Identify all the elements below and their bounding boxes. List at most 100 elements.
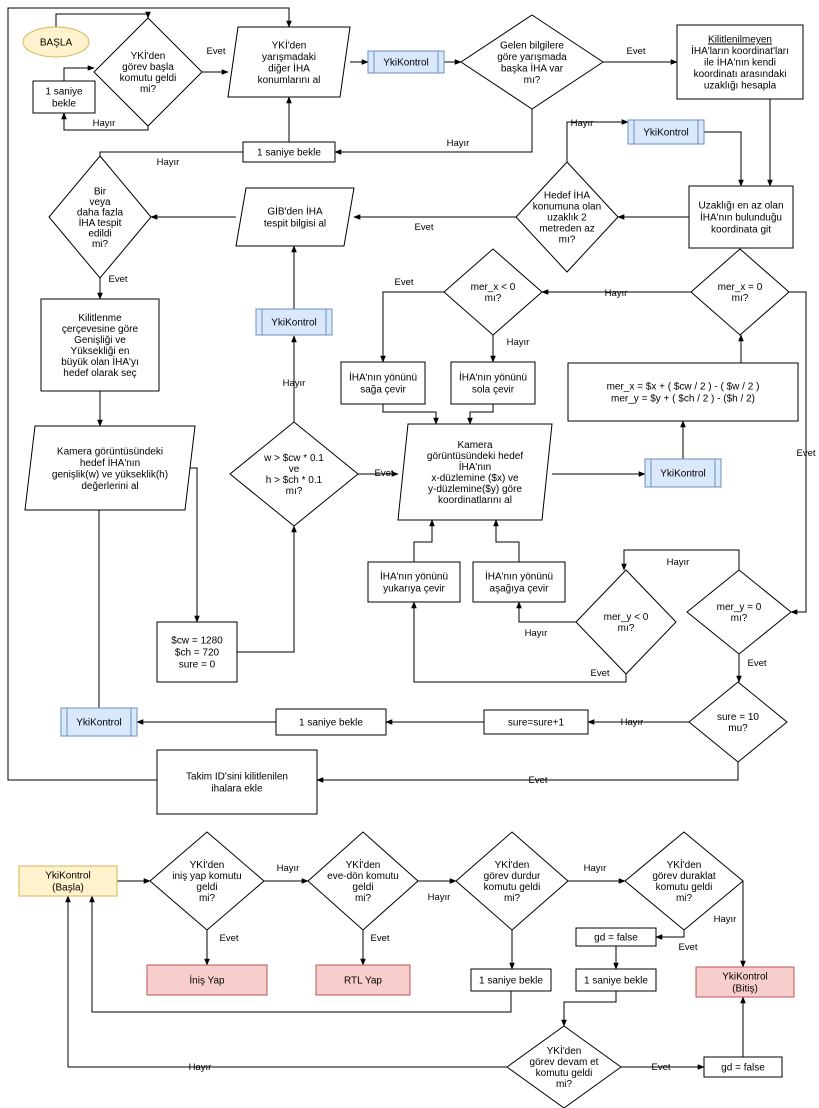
node-text: başka İHA var xyxy=(501,61,564,74)
node-text: Bir xyxy=(94,186,107,197)
node-text: uzaklık 2 xyxy=(547,213,587,224)
node-text: geldi xyxy=(352,882,373,893)
edge-label-hayir: Hayır xyxy=(157,157,180,168)
node-yk-bekle-b: 1 saniye bekle xyxy=(575,968,657,992)
decision-diamond xyxy=(506,1025,622,1108)
node-text: mi? xyxy=(199,893,216,904)
node-text: (Başla) xyxy=(52,883,84,894)
connector-line xyxy=(411,601,627,683)
node-text: ile İHA'nın kendi xyxy=(704,56,776,69)
node-text: 1 saniye bekle xyxy=(299,718,363,729)
decision-diamond xyxy=(575,569,677,675)
node-text: Uzaklığı en az olan xyxy=(698,201,783,212)
process-box xyxy=(242,141,336,163)
node-text: y-düzlemine($y) göre xyxy=(428,484,522,495)
node-text: RTL Yap xyxy=(344,976,382,987)
io-parallelogram xyxy=(227,26,351,98)
terminal-box xyxy=(315,964,411,996)
edge-label-hayir: Hayır xyxy=(283,378,306,389)
node-text: mer_y = $y + ( $ch / 2 ) - ($h / 2) xyxy=(611,394,755,405)
node-n-yki-4: YkiKontrol xyxy=(644,458,722,488)
node-text: hedef İHA'nın xyxy=(80,456,140,469)
edge-label-hayir: Hayır xyxy=(507,337,530,348)
node-text: Gelen bilgilere xyxy=(500,40,564,51)
node-text: mer_y < 0 xyxy=(604,612,649,623)
connector-line xyxy=(380,291,444,363)
node-text: koordinatlarını al xyxy=(438,495,512,506)
node-text: sure = 10 xyxy=(717,712,759,723)
node-n-mer-y-neg: mer_y < 0mı? xyxy=(575,569,677,675)
edge-label-hayir: Hayır xyxy=(277,863,300,874)
node-text: Yüksekliği en xyxy=(71,346,130,357)
node-text: mı? xyxy=(485,293,502,304)
connector-line xyxy=(334,109,533,155)
node-text: komutu geldi xyxy=(536,1068,593,1079)
node-text: İHA'ların koordinat'ları xyxy=(691,44,789,57)
node-text: mer_x = $x + ( $cw / 2 ) - ( $w / 2 ) xyxy=(607,382,760,393)
node-text: geldi xyxy=(196,882,217,893)
node-text: diğer İHA xyxy=(268,61,310,74)
edge-label-hayir: Hayır xyxy=(93,118,116,129)
node-text: YkiKontrol xyxy=(643,128,689,139)
process-box xyxy=(472,561,566,603)
connector-line xyxy=(7,90,157,781)
node-text: $ch = 720 xyxy=(175,648,220,659)
process-box xyxy=(275,708,387,736)
node-text: genişlik(w) ve yükseklik(h) xyxy=(52,469,168,480)
node-text: YkiKontrol xyxy=(45,871,91,882)
node-n-bekle-1b: 1 saniye bekle xyxy=(242,141,336,163)
node-text: YkiKontrol xyxy=(76,718,122,729)
node-text: konumlarını al xyxy=(258,75,321,86)
connectors xyxy=(7,7,807,1070)
node-text: komutu geldi xyxy=(656,882,713,893)
node-text: mı? xyxy=(732,293,749,304)
node-text: Genişliği ve xyxy=(74,335,126,346)
subprocess-box xyxy=(60,707,138,737)
node-text: Kamera xyxy=(457,440,492,451)
node-text: İHA'nın bulunduğu xyxy=(700,211,782,224)
node-text: daha fazla xyxy=(77,207,124,218)
node-text: sağa çevir xyxy=(360,385,406,396)
connector-line xyxy=(7,7,292,90)
edge-label-evet: Evet xyxy=(374,468,393,479)
node-text: mi? xyxy=(504,893,521,904)
node-text: edildi xyxy=(88,228,111,239)
connector-line xyxy=(65,895,507,1068)
connector-line xyxy=(516,601,576,623)
edge-label-evet: Evet xyxy=(651,1062,670,1073)
io-parallelogram xyxy=(397,423,553,521)
node-text: w > $cw * 0.1 xyxy=(263,453,324,464)
node-yk-bekle-a: 1 saniye bekle xyxy=(470,968,552,992)
node-text: göre yarışmada xyxy=(497,52,567,63)
node-text: İHA'nın yönünü xyxy=(349,371,417,384)
start-terminator xyxy=(22,26,90,58)
edge-label-hayir: Hayır xyxy=(714,914,737,925)
edge-label-hayir: Hayır xyxy=(584,863,607,874)
connector-line xyxy=(704,131,744,187)
node-text: $cw = 1280 xyxy=(171,636,223,647)
process-box xyxy=(703,1056,783,1078)
connector-line xyxy=(316,762,739,783)
io-parallelogram xyxy=(235,187,355,247)
connector-line xyxy=(99,151,243,156)
process-box xyxy=(575,927,657,947)
node-text: görev devam et xyxy=(530,1057,599,1068)
decision-diamond xyxy=(93,17,203,127)
node-text: YKİ'den xyxy=(667,858,702,871)
node-basla: BAŞLA xyxy=(22,26,90,58)
decision-diamond xyxy=(515,161,619,273)
subprocess-box xyxy=(644,458,722,488)
node-text: YKİ'den xyxy=(547,1044,582,1057)
node-n-yki-1: YkiKontrol xyxy=(367,50,445,74)
node-n-yki-3: YkiKontrol xyxy=(255,308,333,336)
node-text: yukarıya çevir xyxy=(383,584,445,595)
node-text: görev duraklat xyxy=(652,871,716,882)
node-n-bekle-1c: 1 saniye bekle xyxy=(275,708,387,736)
decision-diamond xyxy=(229,421,359,527)
